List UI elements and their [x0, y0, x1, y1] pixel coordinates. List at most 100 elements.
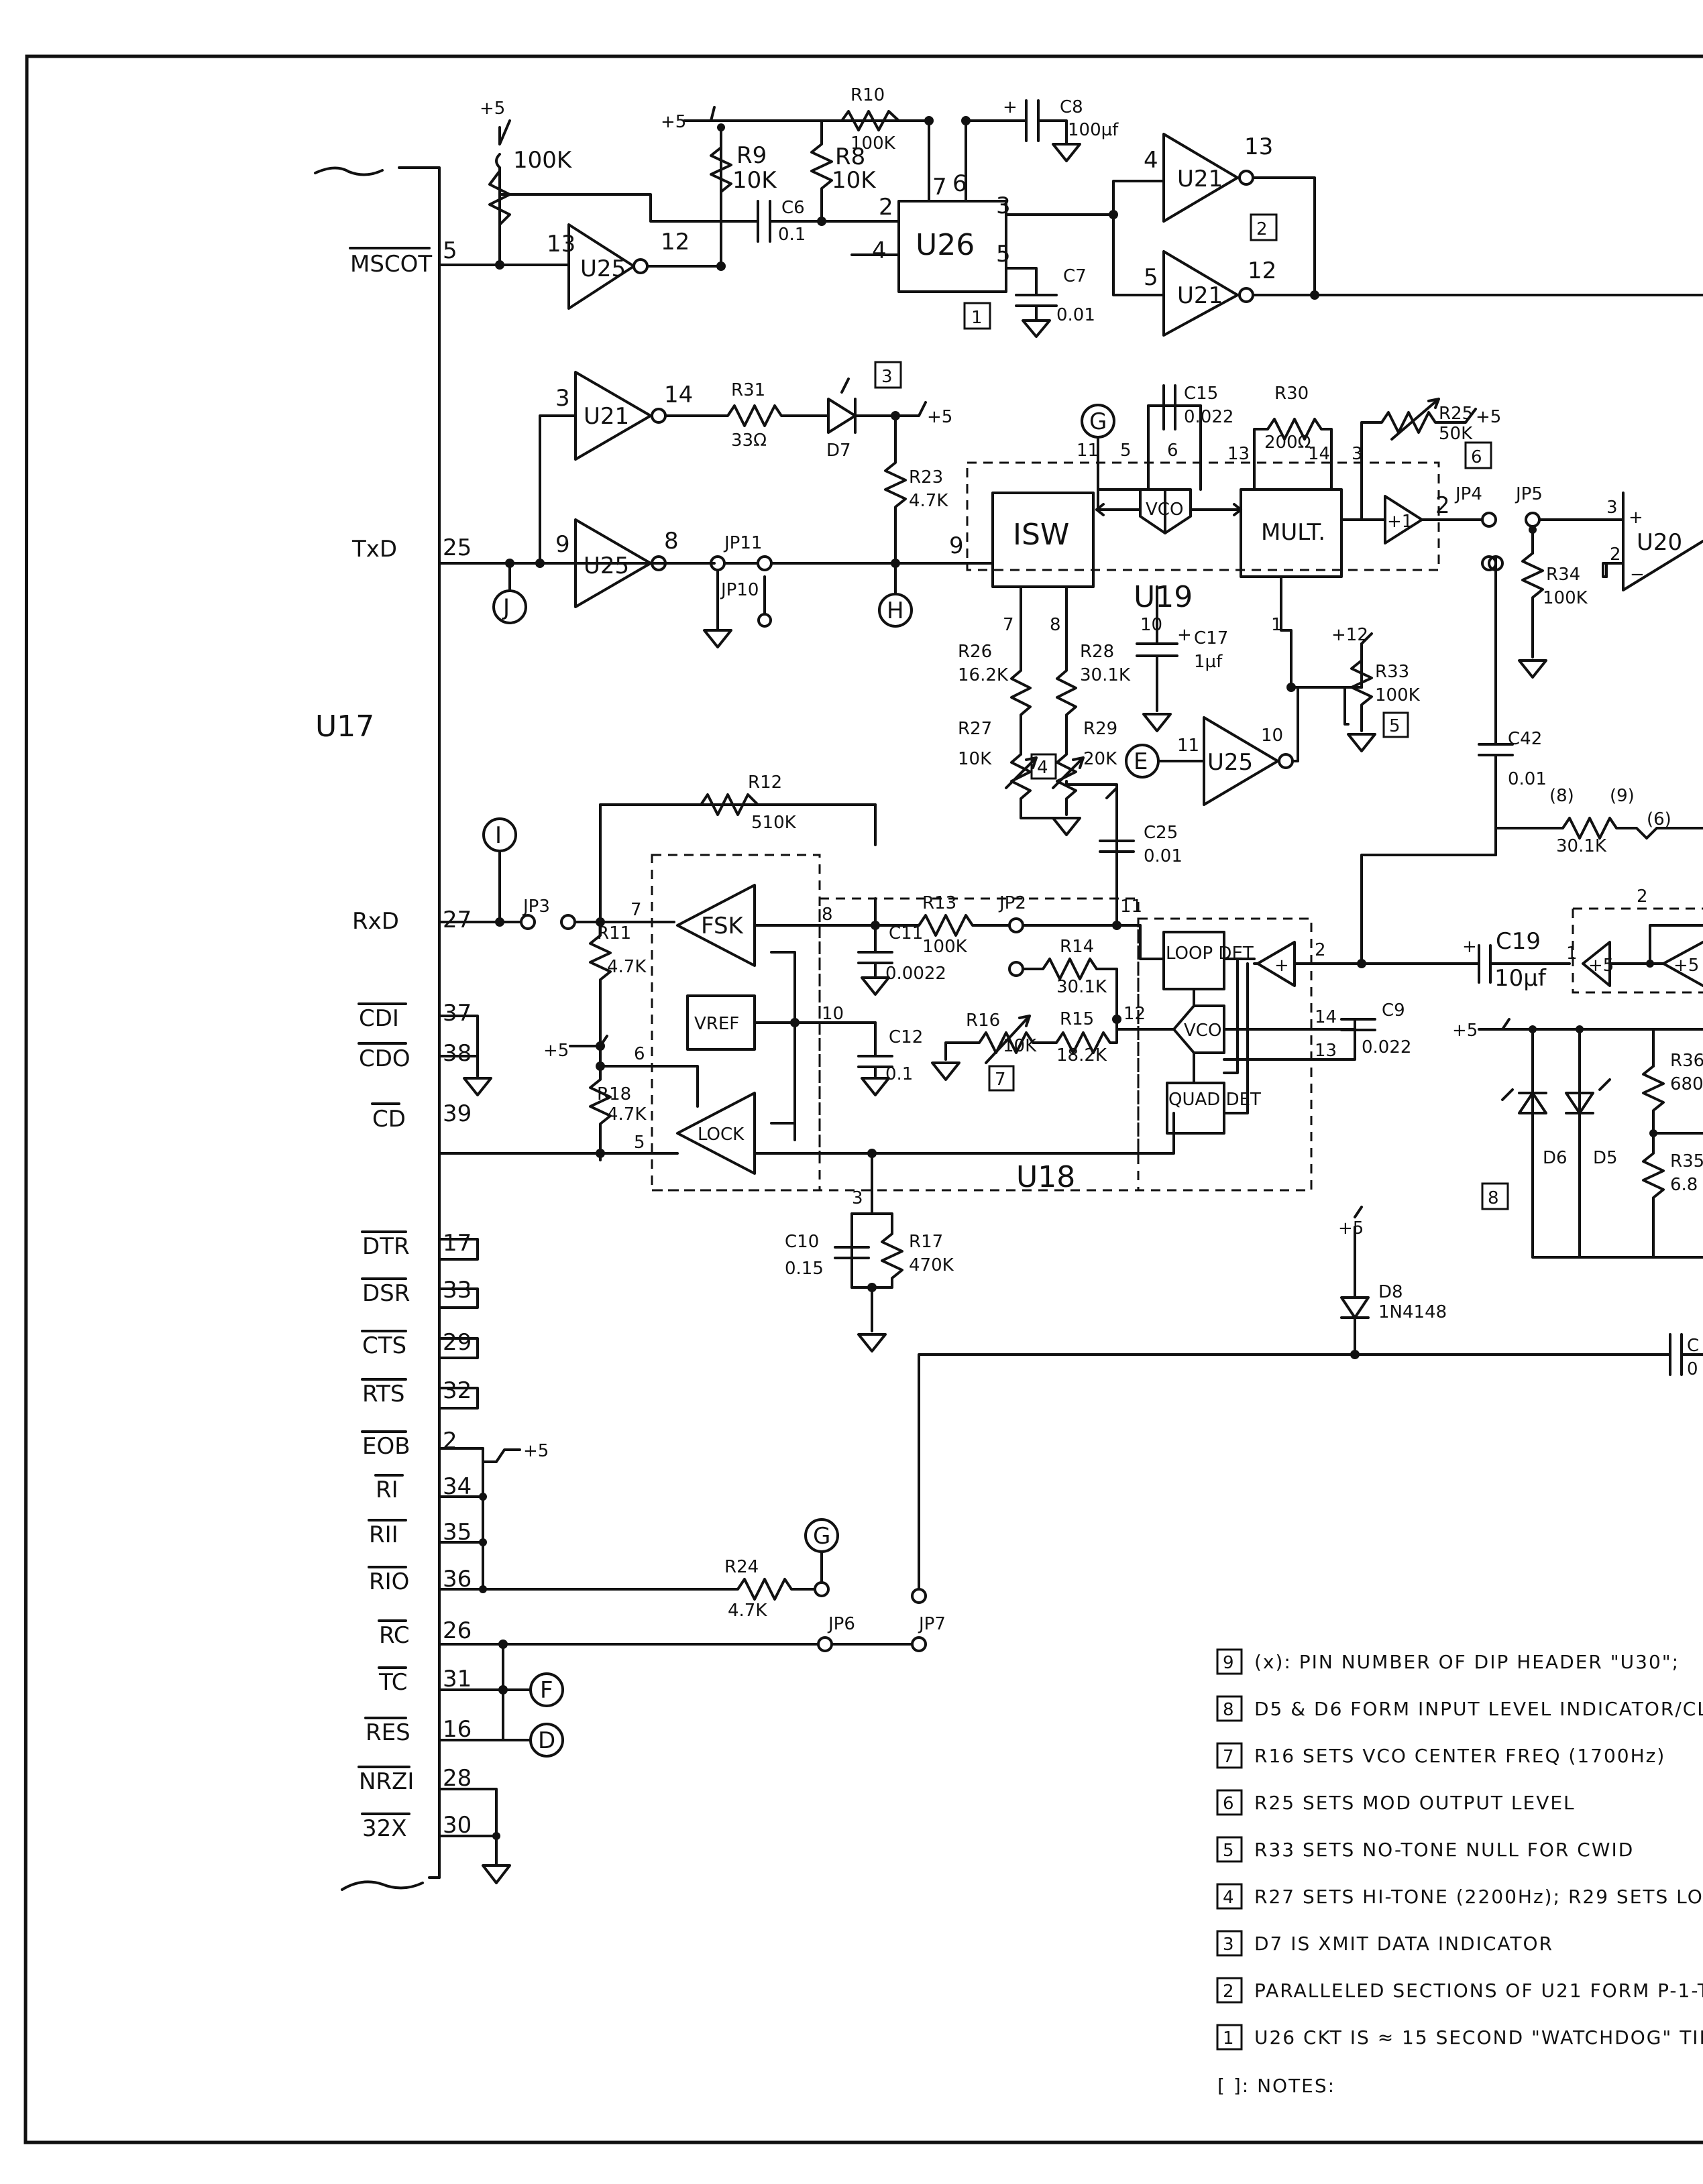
loop-det-label: LOOP DET	[1166, 943, 1254, 964]
cdo-ground	[438, 1015, 492, 1096]
sheet-frame	[23, 54, 1703, 2144]
pin-num-29: 29	[443, 1329, 472, 1356]
r15-name: R15	[1060, 1009, 1094, 1029]
r25-name: R25	[1439, 404, 1473, 424]
r8-value: 10K	[832, 167, 877, 194]
svg-text:5: 5	[1120, 441, 1132, 461]
pin-overlines	[349, 247, 431, 1815]
jp4-label: JP4	[1454, 484, 1482, 504]
svg-text:6: 6	[952, 170, 967, 197]
node-g-top: G	[1089, 408, 1107, 435]
v5-eob: +5	[523, 1441, 549, 1461]
svg-text:7: 7	[1003, 615, 1014, 635]
svg-text:7: 7	[932, 174, 947, 200]
r24-name: R24	[724, 1557, 759, 1577]
pin-mscot: MSCOT	[350, 251, 432, 278]
r16-name: R16	[966, 1011, 1000, 1031]
svg-text:10: 10	[1140, 615, 1162, 635]
svg-text:4: 4	[1223, 1888, 1234, 1908]
v5-r25: +5	[1476, 407, 1501, 427]
isw-label: ISW	[1013, 518, 1069, 552]
svg-text:3: 3	[1606, 498, 1618, 518]
node-d: D	[538, 1727, 555, 1754]
svg-text:11: 11	[1120, 897, 1142, 917]
svg-text:7: 7	[630, 900, 642, 920]
svg-text:10: 10	[822, 1004, 844, 1024]
u21-buffer-b	[1162, 250, 1239, 337]
u25-label-3: U25	[1207, 749, 1253, 776]
c9-name: C9	[1382, 1000, 1405, 1021]
pin-res: RES	[366, 1719, 410, 1746]
note-3: D7 IS XMIT DATA INDICATOR	[1254, 1933, 1553, 1955]
r10-name: R10	[850, 85, 885, 105]
svg-text:8: 8	[664, 528, 679, 555]
svg-text:3: 3	[1223, 1935, 1234, 1955]
mult-label: MULT.	[1261, 519, 1325, 546]
u26-chip	[897, 200, 1007, 293]
r26-value: 16.2K	[958, 665, 1009, 685]
r17-name: R17	[909, 1232, 943, 1252]
svg-text:6: 6	[1167, 441, 1178, 461]
r36-name: R36	[1670, 1051, 1703, 1071]
demodulator-section: I JP3 7 R11 4.7K R18 4.7K +5 6 5 R12 510…	[438, 555, 1571, 1353]
r33-name: R33	[1375, 662, 1409, 682]
svg-text:2: 2	[1256, 219, 1268, 239]
r26-name: R26	[958, 642, 992, 662]
r27-name: R27	[958, 719, 992, 739]
u19-boundary	[966, 461, 1440, 571]
c-edge-value: 0	[1687, 1359, 1698, 1379]
jp10-label: JP10	[720, 580, 759, 600]
v12-r33: +12	[1331, 625, 1368, 645]
node-g-bottom: G	[813, 1523, 830, 1550]
c6-name: C6	[781, 198, 805, 218]
pin-num-27: 27	[443, 907, 472, 933]
svg-text:14: 14	[1315, 1007, 1337, 1027]
r35-name: R35	[1670, 1151, 1703, 1171]
r-label-8: (8)	[1549, 786, 1574, 806]
quad-det-block	[1166, 1082, 1225, 1135]
d8-value: 1N4148	[1378, 1302, 1447, 1322]
quad-det-label: QUAD DET	[1168, 1090, 1261, 1110]
r23-name: R23	[909, 467, 943, 487]
pin-num-2: 2	[443, 1428, 457, 1454]
r13-name: R13	[922, 893, 956, 913]
connector-name: U17	[315, 709, 374, 744]
d5-name: D5	[1593, 1148, 1618, 1168]
c12-name: C12	[889, 1027, 923, 1047]
svg-text:8: 8	[1050, 615, 1061, 635]
note-2: PARALLELED SECTIONS OF U21 FORM P-1-T DR…	[1254, 1979, 1703, 2002]
r9-name: R9	[736, 142, 767, 169]
pin-rii: RII	[369, 1521, 398, 1548]
note-4: R27 SETS HI-TONE (2200Hz); R29 SETS LO	[1254, 1886, 1703, 1908]
pin-rc: RC	[379, 1622, 410, 1649]
pin-num-38: 38	[443, 1040, 472, 1067]
pin-txd: TxD	[351, 536, 397, 563]
pin-dtr: DTR	[362, 1233, 410, 1260]
r27-value: 10K	[958, 749, 992, 769]
u25-label-2: U25	[584, 553, 629, 579]
c-edge-name: C	[1687, 1336, 1699, 1356]
c8-value: 100µf	[1068, 120, 1119, 140]
svg-text:+: +	[1462, 937, 1477, 957]
r14-value: 30.1K	[1056, 977, 1107, 997]
pin-num-37: 37	[443, 1000, 472, 1027]
svg-text:13: 13	[1244, 133, 1273, 160]
jp6-label: JP6	[827, 1614, 855, 1634]
pin-rxd: RxD	[352, 908, 399, 935]
node-f: F	[540, 1677, 553, 1704]
note-6: R25 SETS MOD OUTPUT LEVEL	[1254, 1792, 1576, 1814]
c10-value: 0.15	[785, 1259, 824, 1279]
u18-label: U18	[1016, 1160, 1075, 1194]
pin-num-31: 31	[443, 1666, 472, 1692]
r18-value: 4.7K	[607, 1104, 647, 1125]
pin-32x: 32X	[362, 1815, 407, 1842]
svg-text:8: 8	[822, 905, 833, 925]
svg-text:14: 14	[664, 382, 693, 408]
c15-value: 0.022	[1184, 407, 1233, 427]
r11-name: R11	[597, 923, 631, 943]
u21-buffer-a	[1162, 133, 1239, 223]
svg-text:2: 2	[879, 194, 893, 221]
r14-name: R14	[1060, 937, 1094, 957]
c10-name: C10	[785, 1232, 819, 1252]
svg-text:6: 6	[1471, 447, 1482, 467]
